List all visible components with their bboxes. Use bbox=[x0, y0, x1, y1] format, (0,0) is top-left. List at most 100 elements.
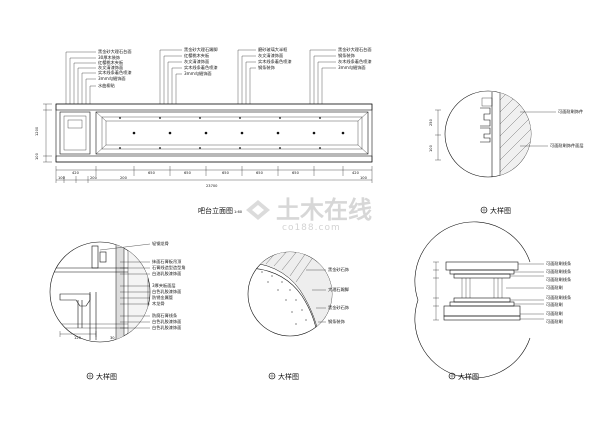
detail-1-title-mark bbox=[480, 206, 488, 214]
base-height-label: 100 bbox=[35, 152, 39, 160]
detail-1-title: 大样图 bbox=[490, 206, 511, 215]
elevation-scale: 1:60 bbox=[234, 210, 243, 214]
elevation-title: 吧台立面图 bbox=[198, 206, 233, 215]
height-dimension bbox=[43, 103, 52, 163]
detail-2-title-mark bbox=[86, 372, 94, 380]
callout-left-6: 3mm勾缝饰面 bbox=[98, 75, 126, 82]
detail-1: 可面耐刷饰件 可面耐刷饰件面层 250 100 大样图 bbox=[429, 90, 584, 215]
callout-left-7: 水曲柳贴 bbox=[98, 82, 115, 89]
detail-3-label-1: 黑金砂石饰 bbox=[328, 266, 349, 273]
callout-right1-2: 灰文清漆饰面 bbox=[258, 52, 283, 59]
dim-7: 420 bbox=[352, 171, 360, 175]
detail-4-label-3: 可面耐刷线条 bbox=[546, 276, 572, 283]
detail-3-label-4: 钢条装饰 bbox=[328, 318, 345, 325]
dim-3: 650 bbox=[184, 171, 192, 175]
callout-right1-1: 磨砂玻璃大半框 bbox=[258, 46, 288, 53]
callout-right1-3: 实木线条着色喷漆 bbox=[258, 58, 292, 65]
detail-1-label-2: 可面耐刷饰件面层 bbox=[550, 142, 584, 149]
detail-2-label-10: 白色乳胶漆饰面 bbox=[152, 318, 181, 325]
callout-right2-1: 黑金砂大理石台面 bbox=[338, 46, 372, 53]
callout-left-5: 实木线条着色喷漆 bbox=[98, 69, 132, 76]
detail-4-label-6: 可面耐刷 bbox=[546, 301, 563, 308]
detail-2-label-1: 轻钢龙骨 bbox=[152, 240, 169, 247]
detail-2-dim: 120 bbox=[74, 336, 82, 340]
detail-4-leaders bbox=[506, 263, 544, 320]
detail-4-dims bbox=[433, 261, 439, 321]
detail-1-leaders bbox=[435, 109, 556, 161]
callout-right2-2: 钢条装饰 bbox=[338, 52, 355, 59]
subdim-3: 200 bbox=[120, 176, 128, 180]
elevation-leaders bbox=[65, 49, 336, 104]
detail-2-label-5: 3厚夹板面层 bbox=[152, 282, 176, 289]
detail-4-label-7: 可面耐刷 bbox=[546, 310, 563, 317]
detail-4-label-2: 可面耐刷线条 bbox=[546, 268, 572, 275]
watermark: 土木在线 co188.com bbox=[246, 196, 372, 233]
dim-6: 650 bbox=[292, 171, 300, 175]
callout-mid-5: 3mm勾缝饰面 bbox=[184, 70, 212, 77]
detail-2: 轻钢龙骨 抹面石膏板吊顶 石膏线造型造型角 白油乳胶漆饰面 3厚夹板面层 白色乳… bbox=[49, 240, 186, 381]
detail-3-title: 大样图 bbox=[278, 372, 299, 381]
detail-4-label-5: 可面耐刷线条 bbox=[546, 294, 572, 301]
detail-2-label-6: 白色乳胶漆饰面 bbox=[152, 288, 181, 295]
front-panel bbox=[95, 111, 369, 155]
detail-4-arc bbox=[414, 221, 531, 301]
detail-2-leaders bbox=[59, 243, 151, 337]
dim-2: 650 bbox=[148, 171, 156, 175]
detail-4-title-mark bbox=[448, 372, 456, 380]
subdim-1: 100 bbox=[58, 176, 66, 180]
counter-base-band bbox=[55, 155, 373, 163]
detail-2-label-11: 白色乳胶漆饰面 bbox=[152, 324, 181, 331]
front-panel-core bbox=[105, 120, 359, 146]
front-panel-inner bbox=[101, 116, 363, 150]
detail-4: 可面耐刷线条 可面耐刷线条 可面耐刷线条 可面耐刷 可面耐刷线条 可面耐刷 可面… bbox=[414, 221, 572, 381]
dim-1: 420 bbox=[72, 171, 80, 175]
detail-2-dim-2: 30 bbox=[110, 336, 115, 340]
detail-4-label-8: 可面耐刷 bbox=[546, 318, 563, 325]
watermark-text: 土木在线 bbox=[276, 196, 372, 224]
callout-left-4: 灰文清漆饰面 bbox=[98, 64, 123, 71]
detail-2-label-9: 防腐石膏线条 bbox=[152, 312, 178, 319]
detail-2-label-2: 抹面石膏板吊顶 bbox=[152, 258, 182, 265]
detail-4-label-4: 可面耐刷 bbox=[546, 284, 563, 291]
detail-4-label-1: 可面耐刷线条 bbox=[546, 260, 572, 267]
callout-left-1: 黑金砂大理石台面 bbox=[98, 48, 132, 55]
detail-2-title: 大样图 bbox=[96, 372, 117, 381]
bar-elevation: 黑金砂大理石台面 30厚木装饰 红樱桃木夹板 灰文清漆饰面 实木线条着色喷漆 3… bbox=[35, 46, 373, 215]
callout-mid-2: 红樱桃木夹板 bbox=[184, 52, 210, 59]
end-panel-inner bbox=[63, 115, 87, 151]
callout-left-2: 30厚木装饰 bbox=[98, 54, 120, 61]
panel-diagonals bbox=[95, 111, 369, 155]
callout-left-3: 红樱桃木夹板 bbox=[98, 59, 124, 66]
watermark-logo-icon bbox=[246, 200, 270, 220]
subdim-2: 200 bbox=[90, 176, 98, 180]
detail-2-label-7: 防锈金属管 bbox=[152, 294, 173, 301]
detail-2-label-8: 木龙骨 bbox=[152, 300, 165, 307]
dim-4: 650 bbox=[222, 171, 230, 175]
dim-5: 650 bbox=[256, 171, 264, 175]
end-panel-detail bbox=[67, 119, 83, 129]
detail-4-title: 大样图 bbox=[458, 372, 479, 381]
detail-2-label-4: 白油乳胶漆饰面 bbox=[152, 270, 181, 277]
height-label: 1200 bbox=[35, 126, 39, 136]
detail-3-title-mark bbox=[268, 372, 276, 380]
counter-outline bbox=[55, 103, 373, 163]
end-panel bbox=[59, 111, 91, 155]
callout-right1-4: 钢条装饰 bbox=[258, 64, 275, 71]
detail-2-label-3: 石膏线造型造型角 bbox=[152, 264, 186, 271]
watermark-url: co188.com bbox=[282, 223, 341, 233]
callout-mid-3: 灰文清漆饰面 bbox=[184, 58, 209, 65]
callout-right2-4: 3mm勾缝饰面 bbox=[338, 64, 366, 71]
callout-mid-1: 黑金砂大理石踢脚 bbox=[184, 46, 218, 53]
callout-mid-4: 实木线条着色喷漆 bbox=[184, 64, 218, 71]
bottom-dimensions bbox=[55, 166, 373, 183]
counter-top-band bbox=[55, 103, 373, 111]
detail-3-label-2: 大理石踢脚 bbox=[328, 286, 349, 293]
total-dimension: 23700 bbox=[206, 184, 218, 188]
detail-1-dim-2: 100 bbox=[429, 144, 433, 152]
detail-1-dim: 250 bbox=[429, 118, 433, 126]
detail-3-leaders bbox=[306, 269, 326, 323]
detail-3: 黑金砂石饰 大理石踢脚 黑金砂石饰 钢条装饰 大样图 bbox=[247, 251, 349, 381]
detail-3-label-3: 黑金砂石饰 bbox=[328, 304, 349, 311]
subdim-4: 100 bbox=[360, 176, 368, 180]
